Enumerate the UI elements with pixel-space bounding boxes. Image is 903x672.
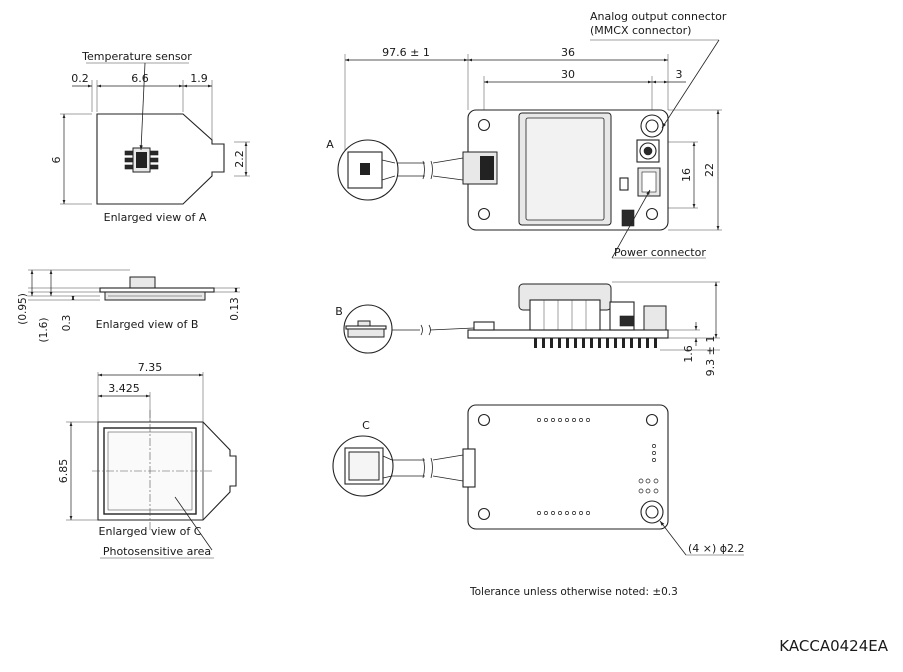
tolerance-note: Tolerance unless otherwise noted: ±0.3 [469, 586, 678, 598]
view-c-dimension-lines [69, 373, 203, 520]
dim-c-width: 7.35 [138, 361, 163, 374]
mmcx-connector-icon [636, 139, 660, 163]
mounting-hole-icon [477, 207, 491, 221]
mounting-hole-icon [645, 413, 659, 427]
detail-c-ref: C [362, 419, 370, 432]
temperature-sensor-leader [86, 62, 189, 151]
dim-a-left-margin: 0.2 [71, 72, 89, 85]
detail-a-ref: A [326, 138, 334, 151]
view-b-profile [99, 276, 215, 301]
detail-a-sensor-head [347, 151, 396, 189]
side-view: B 1.6 9.3 ± 1 [335, 281, 720, 377]
side-view-dimension-lines [694, 282, 718, 346]
view-a-outline [96, 113, 225, 205]
dim-a-width: 6.6 [131, 72, 149, 85]
bottom-pin-rows [537, 418, 659, 515]
mounting-hole-icon [477, 413, 491, 427]
power-connector-label: Power connector [614, 246, 706, 259]
bottom-view: C (4 ×) ϕ2.2 [332, 404, 745, 556]
dim-connector-pitch: 16 [680, 168, 693, 182]
side-profile [467, 283, 669, 348]
dim-b-body: (1.6) [38, 318, 50, 343]
enlarged-view-a: Temperature sensor 0.2 6.6 1.9 6 2.2 Enl… [50, 50, 250, 224]
enlarged-view-c-label: Enlarged view of C [99, 525, 202, 538]
dim-a-height: 6 [50, 157, 63, 164]
mounting-hole-icon [477, 507, 491, 521]
detail-c-window [344, 447, 393, 485]
dim-cable-length: 97.6 ± 1 [382, 46, 430, 59]
temperature-sensor-label: Temperature sensor [81, 50, 192, 63]
analog-output-sublabel: (MMCX connector) [590, 24, 691, 37]
detail-b-ref: B [335, 305, 343, 318]
analog-output-label: Analog output connector [590, 10, 727, 23]
flex-cable-top [395, 151, 498, 185]
flex-cable-side [390, 324, 475, 336]
dim-hole-pitch: 30 [561, 68, 575, 81]
dim-pcb-thickness: 1.6 [682, 345, 695, 363]
enlarged-view-c: 7.35 3.425 6.85 Enlarged view of C Photo… [57, 361, 237, 559]
enlarged-view-a-label: Enlarged view of A [104, 211, 207, 224]
photosensitive-area-label: Photosensitive area [103, 545, 211, 558]
mounting-hole-leader [659, 520, 744, 556]
analog-output-leader [590, 39, 720, 129]
power-connector-icon [619, 167, 661, 197]
temperature-sensor-chip [124, 147, 159, 173]
dim-total-height: 9.3 ± 1 [704, 336, 717, 377]
view-b-dimension-lines [30, 270, 238, 301]
dim-b-total: (0.95) [17, 293, 29, 325]
dim-board-height: 22 [703, 163, 716, 177]
dim-c-height: 6.85 [57, 459, 70, 484]
dim-a-right: 1.9 [190, 72, 208, 85]
top-view: A Analog output connector (MMCX connecto… [326, 10, 727, 259]
dim-b-plate: 0.13 [229, 297, 241, 320]
drawing-id: KACCA0424EA [779, 637, 888, 655]
mounting-hole-icon [645, 207, 659, 221]
detail-b-profile [345, 320, 387, 338]
dim-hole-offset: 3 [676, 68, 683, 81]
mount-hole-label: (4 ×) ϕ2.2 [688, 542, 745, 555]
mounting-hole-icon [477, 118, 491, 132]
dim-c-center: 3.425 [108, 382, 140, 395]
flex-cable-bottom [392, 448, 476, 488]
dim-a-tab: 2.2 [233, 150, 246, 168]
top-view-dimension-lines [345, 58, 720, 230]
enlarged-view-b-label: Enlarged view of B [96, 318, 199, 331]
power-connector-leader [611, 189, 706, 259]
photosensitive-area-leader [100, 496, 214, 559]
enlarged-view-b: (0.95) (1.6) 0.3 0.13 Enlarged view of B [17, 269, 241, 343]
view-a-dimension-lines [62, 84, 248, 204]
side-view-extension-lines [612, 281, 720, 351]
board-bottom [467, 404, 669, 530]
dim-board-length: 36 [561, 46, 575, 59]
dim-b-window: 0.3 [61, 315, 73, 332]
